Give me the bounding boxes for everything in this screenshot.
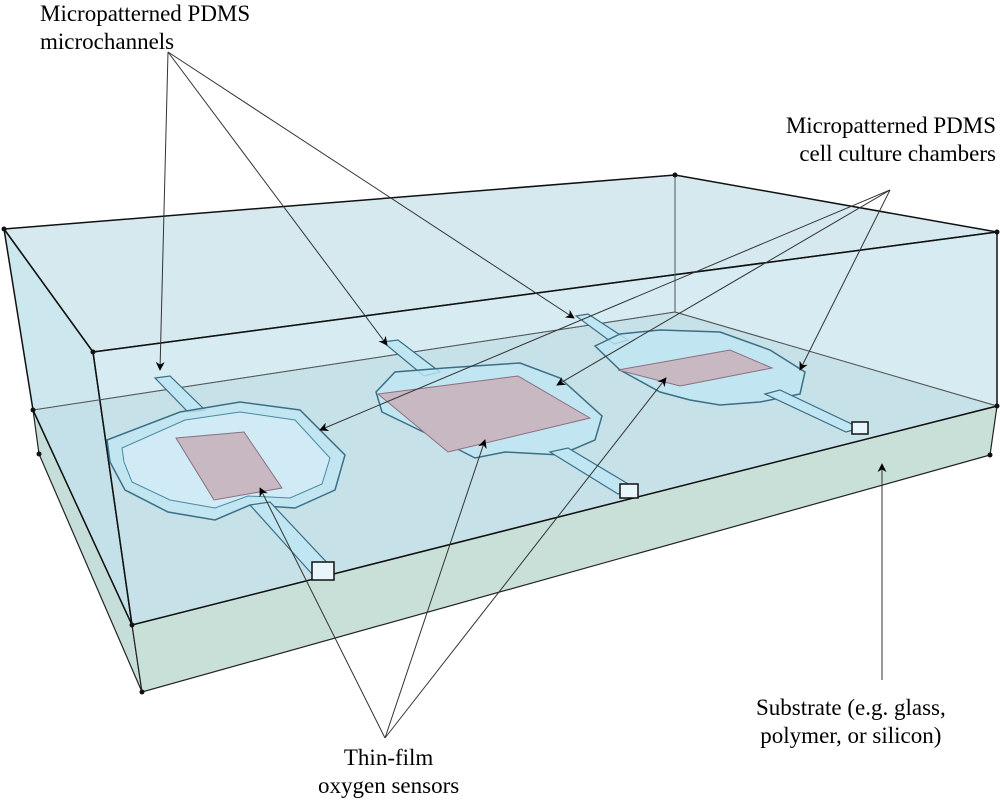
label-line: Micropatterned PDMS <box>785 113 996 138</box>
label-line: oxygen sensors <box>318 773 460 798</box>
leader-line <box>259 487 386 739</box>
label-line: Substrate (e.g. glass, <box>756 695 946 720</box>
sensors-label: Thin-film oxygen sensors <box>318 744 459 800</box>
sensor-leaders <box>259 377 667 739</box>
substrate-label: Substrate (e.g. glass, polymer, or silic… <box>756 694 946 750</box>
leader-line <box>384 439 487 739</box>
pdms-hidden-edge <box>674 311 998 407</box>
label-line: microchannels <box>40 29 175 54</box>
microchannels-label: Micropatterned PDMS microchannels <box>40 0 250 56</box>
chambers-label: Micropatterned PDMS cell culture chamber… <box>786 112 996 168</box>
culture-chamber-left <box>106 375 346 581</box>
label-line: Thin-film <box>343 745 434 770</box>
oxygen-sensor-film <box>175 431 283 501</box>
chamber-leaders <box>319 189 891 432</box>
microchannel-leaders <box>155 51 575 371</box>
leader-line <box>167 51 388 346</box>
leader-line <box>799 189 891 371</box>
outlet-port <box>851 421 869 435</box>
pdms-hidden-edge <box>32 311 676 411</box>
leader-line <box>167 51 575 319</box>
corner-markers <box>1 172 1000 695</box>
outlet-port <box>311 561 335 581</box>
leader-line <box>384 377 667 739</box>
culture-chamber-right <box>574 313 869 435</box>
label-line: polymer, or silicon) <box>760 723 942 748</box>
label-line: Micropatterned PDMS <box>40 1 251 26</box>
culture-chamber-middle <box>375 339 639 499</box>
outlet-port <box>619 483 639 499</box>
leader-line <box>556 189 891 386</box>
label-line: cell culture chambers <box>799 141 996 166</box>
leader-line <box>319 189 891 432</box>
oxygen-sensor-film <box>376 375 592 453</box>
leader-line <box>155 51 169 371</box>
